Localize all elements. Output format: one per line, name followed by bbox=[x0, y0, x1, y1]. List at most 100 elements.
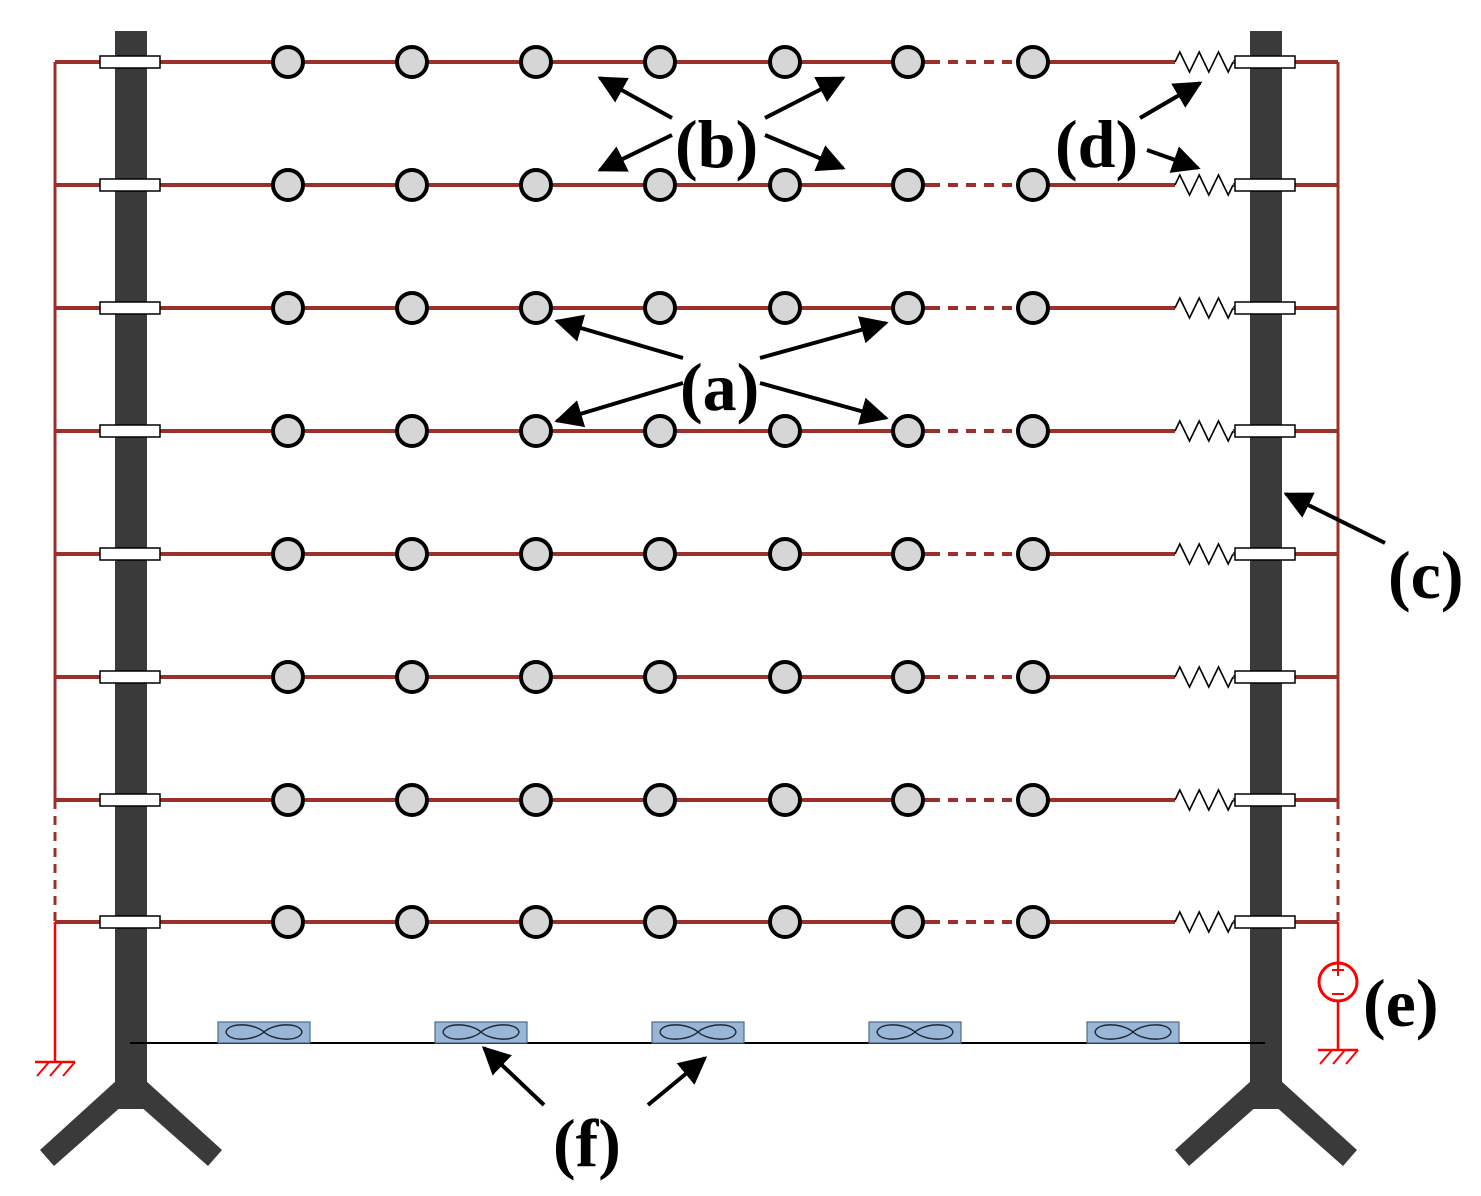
fence-wire-row bbox=[55, 291, 1338, 325]
ground-hatch bbox=[49, 1061, 63, 1077]
bead-icon bbox=[643, 905, 677, 939]
bead-icon bbox=[519, 905, 553, 939]
bead-icon bbox=[395, 168, 429, 202]
bead-icon bbox=[395, 291, 429, 325]
bead-icon bbox=[643, 168, 677, 202]
bead-icon bbox=[395, 905, 429, 939]
left-ground-icon bbox=[35, 922, 76, 1077]
bead-icon bbox=[519, 291, 553, 325]
insulator-icon bbox=[1234, 55, 1296, 69]
callout-arrow bbox=[554, 314, 684, 360]
fence-posts bbox=[40, 31, 1357, 1166]
insulator-icon bbox=[1234, 793, 1296, 807]
left-post-leg bbox=[131, 1080, 222, 1166]
left-post-leg bbox=[40, 1080, 131, 1166]
callout-arrow bbox=[764, 76, 846, 120]
ground-hatch bbox=[62, 1061, 76, 1077]
resistor-icon bbox=[1174, 173, 1234, 197]
sensor-figure-eight bbox=[876, 1024, 954, 1040]
fence-wire-row bbox=[55, 414, 1338, 448]
insulator-icon bbox=[99, 670, 161, 684]
callout-arrow bbox=[764, 133, 846, 172]
fence-wire-row bbox=[55, 168, 1338, 202]
callout-arrow bbox=[597, 76, 673, 120]
sensor-figure-eight bbox=[659, 1024, 737, 1040]
callout-arrow bbox=[759, 381, 889, 425]
ground-hatch bbox=[1345, 1049, 1359, 1065]
bead-icon bbox=[1016, 414, 1050, 448]
callout-arrow bbox=[646, 1056, 708, 1107]
bead-icon bbox=[643, 45, 677, 79]
callout-label-e: (e) bbox=[1363, 965, 1438, 1041]
callout-arrow bbox=[1146, 146, 1201, 173]
sensor-coil-icon bbox=[651, 1021, 745, 1044]
bead-icon bbox=[519, 660, 553, 694]
bead-icon bbox=[1016, 537, 1050, 571]
callout-label-b: (b) bbox=[675, 106, 758, 182]
bead-icon bbox=[768, 905, 802, 939]
resistor-icon bbox=[1174, 910, 1234, 934]
insulator-icon bbox=[99, 547, 161, 561]
callout-arrows bbox=[481, 76, 1386, 1107]
insulator-icon bbox=[1234, 915, 1296, 929]
fence-wire-row bbox=[55, 905, 1338, 939]
bead-icon bbox=[768, 45, 802, 79]
bead-icon bbox=[519, 783, 553, 817]
bead-icon bbox=[1016, 905, 1050, 939]
bead-icon bbox=[768, 660, 802, 694]
bead-icon bbox=[519, 45, 553, 79]
right-post-leg bbox=[1266, 1080, 1357, 1166]
bead-icon bbox=[891, 291, 925, 325]
callout-arrow bbox=[481, 1046, 546, 1107]
insulator-icon bbox=[1234, 670, 1296, 684]
bead-icon bbox=[395, 783, 429, 817]
bead-icon bbox=[1016, 783, 1050, 817]
callout-label-f: (f) bbox=[553, 1105, 621, 1181]
bead-icon bbox=[271, 660, 305, 694]
insulator-icon bbox=[99, 915, 161, 929]
sensor-figure-eight bbox=[225, 1024, 303, 1040]
callout-label-c: (c) bbox=[1388, 537, 1463, 613]
callout-label-a: (a) bbox=[680, 349, 759, 425]
bead-icon bbox=[891, 783, 925, 817]
left-post bbox=[115, 31, 147, 1109]
bead-icon bbox=[768, 537, 802, 571]
sensor-coil-icon bbox=[868, 1021, 962, 1044]
bead-icon bbox=[1016, 45, 1050, 79]
bead-icon bbox=[643, 537, 677, 571]
bead-icon bbox=[519, 168, 553, 202]
current-source-icon bbox=[1317, 922, 1359, 1065]
insulator-icon bbox=[99, 55, 161, 69]
insulator-icon bbox=[99, 178, 161, 192]
insulator-icon bbox=[99, 424, 161, 438]
fence-wire-row bbox=[55, 783, 1338, 817]
bead-icon bbox=[519, 414, 553, 448]
resistor-icon bbox=[1174, 419, 1234, 443]
callout-arrow bbox=[597, 133, 673, 172]
bead-icon bbox=[643, 291, 677, 325]
insulator-icon bbox=[1234, 424, 1296, 438]
bead-icon bbox=[1016, 168, 1050, 202]
ground-hatch bbox=[36, 1061, 50, 1077]
fence-wire-row bbox=[55, 45, 1338, 79]
bead-icon bbox=[891, 414, 925, 448]
callout-arrow bbox=[1283, 492, 1386, 545]
bead-icon bbox=[395, 660, 429, 694]
bead-icon bbox=[643, 783, 677, 817]
bead-icon bbox=[271, 905, 305, 939]
sensor-coil-icon bbox=[217, 1021, 311, 1044]
ground-hatch bbox=[1332, 1049, 1346, 1065]
bead-icon bbox=[891, 45, 925, 79]
fence-wire-row bbox=[55, 537, 1338, 571]
bead-icon bbox=[643, 660, 677, 694]
bead-icon bbox=[395, 45, 429, 79]
bead-icon bbox=[768, 414, 802, 448]
bead-icon bbox=[519, 537, 553, 571]
bead-icon bbox=[891, 537, 925, 571]
bead-icon bbox=[271, 168, 305, 202]
resistor-icon bbox=[1174, 296, 1234, 320]
bead-icon bbox=[891, 660, 925, 694]
insulator-icon bbox=[1234, 301, 1296, 315]
insulator-icon bbox=[1234, 547, 1296, 561]
